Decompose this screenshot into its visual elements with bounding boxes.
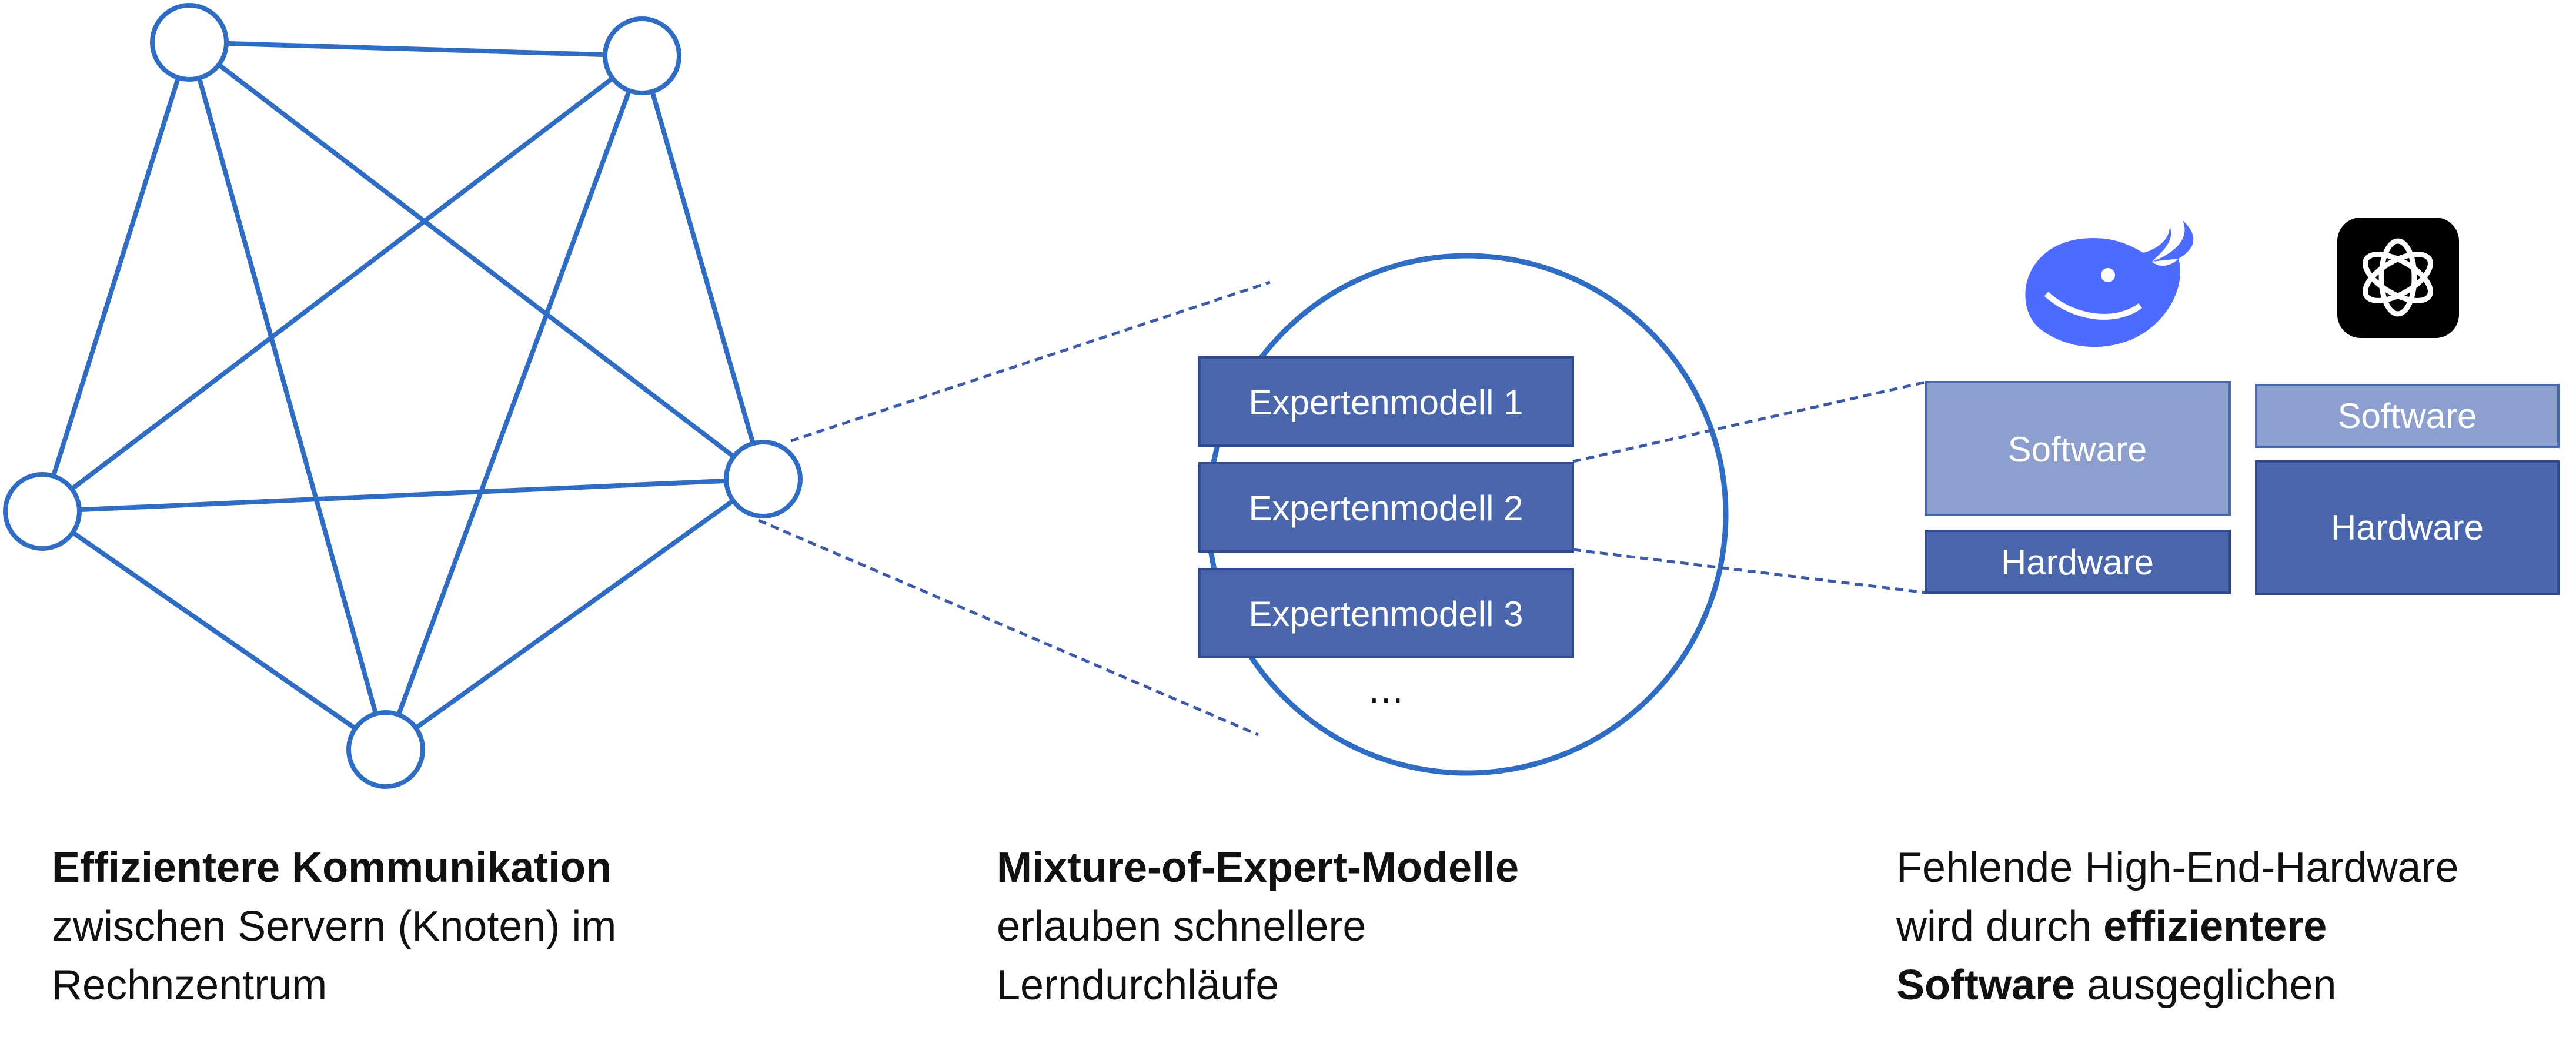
- network-edge: [41, 53, 644, 514]
- network-edge: [42, 477, 764, 514]
- moe-caption-line1: Mixture-of-Expert-Modelle: [997, 844, 1519, 891]
- zoom-connector-line: [758, 518, 1259, 737]
- deepseek-software-box: [1925, 381, 2231, 516]
- server-node: [150, 3, 229, 82]
- expert-model-2: Expertenmodell 2: [1198, 462, 1574, 553]
- stack-caption-line3: Software ausgeglichen: [1896, 962, 2336, 1009]
- stack-caption-line2-pre: wird durch: [1896, 903, 2103, 950]
- network-caption-line3: Rechnzentrum: [52, 962, 327, 1009]
- network-edge: [40, 41, 192, 513]
- more-experts-ellipsis: …: [1367, 668, 1405, 711]
- stack-caption-line2: wird durch effizientere: [1896, 903, 2327, 950]
- network-caption-line2: zwischen Servern (Knoten) im: [52, 903, 616, 950]
- network-edge: [384, 477, 765, 752]
- stack-caption-line1: Fehlende High-End-Hardware: [1896, 844, 2459, 891]
- network-edge: [640, 55, 766, 480]
- expert-model-1: Expertenmodell 1: [1198, 356, 1574, 447]
- server-node: [3, 472, 82, 551]
- server-node: [346, 710, 425, 789]
- network-edge: [383, 55, 644, 751]
- deepseek-hardware-box: [1925, 530, 2231, 594]
- stack-caption-line3-post: ausgeglichen: [2075, 962, 2336, 1009]
- expert-model-1-label: Expertenmodell 1: [1249, 383, 1523, 422]
- expert-model-3: Expertenmodell 3: [1198, 568, 1574, 658]
- moe-zoom-circle: Expertenmodell 1 Expertenmodell 2 Expert…: [1198, 253, 1729, 776]
- deepseek-software-label: Software: [2008, 430, 2147, 469]
- stack-caption: Fehlende High-End-Hardware wird durch ef…: [1896, 844, 2459, 1009]
- network-edge: [41, 509, 387, 752]
- openai-hardware-label: Hardware: [2331, 508, 2484, 547]
- network-edge: [188, 40, 765, 481]
- network-edge: [189, 40, 643, 58]
- zoom-connector-line: [790, 280, 1271, 443]
- server-network-graph: [3, 3, 803, 789]
- expert-model-2-label: Expertenmodell 2: [1249, 489, 1523, 528]
- moe-caption: Mixture-of-Expert-Modelle erlauben schne…: [997, 844, 1519, 1009]
- openai-stack: Software Hardware: [2255, 218, 2560, 595]
- stack-caption-line2-bold: effizientere: [2103, 903, 2327, 950]
- openai-software-label: Software: [2338, 396, 2477, 436]
- expert-model-3-label: Expertenmodell 3: [1249, 594, 1523, 634]
- openai-software-box: [2255, 384, 2560, 448]
- openai-hardware-box: [2255, 460, 2560, 595]
- network-edge: [187, 41, 388, 751]
- server-node: [603, 16, 681, 95]
- network-caption-line1: Effizientere Kommunikation: [52, 844, 612, 891]
- zoom-connector-line: [1572, 380, 1926, 463]
- stack-caption-line3-bold: Software: [1896, 962, 2075, 1009]
- deepseek-stack: Software Hardware: [1925, 220, 2231, 594]
- moe-caption-line3: Lerndurchläufe: [997, 962, 1279, 1009]
- openai-logo-icon: [2337, 218, 2459, 338]
- moe-caption-line2: erlauben schnellere: [997, 903, 1366, 950]
- server-node-highlighted: [724, 440, 803, 518]
- network-caption: Effizientere Kommunikation zwischen Serv…: [52, 844, 616, 1009]
- zoom-connector-line: [1572, 548, 1926, 594]
- deepseek-hardware-label: Hardware: [2001, 543, 2154, 582]
- deepseek-whale-icon: [2025, 220, 2194, 347]
